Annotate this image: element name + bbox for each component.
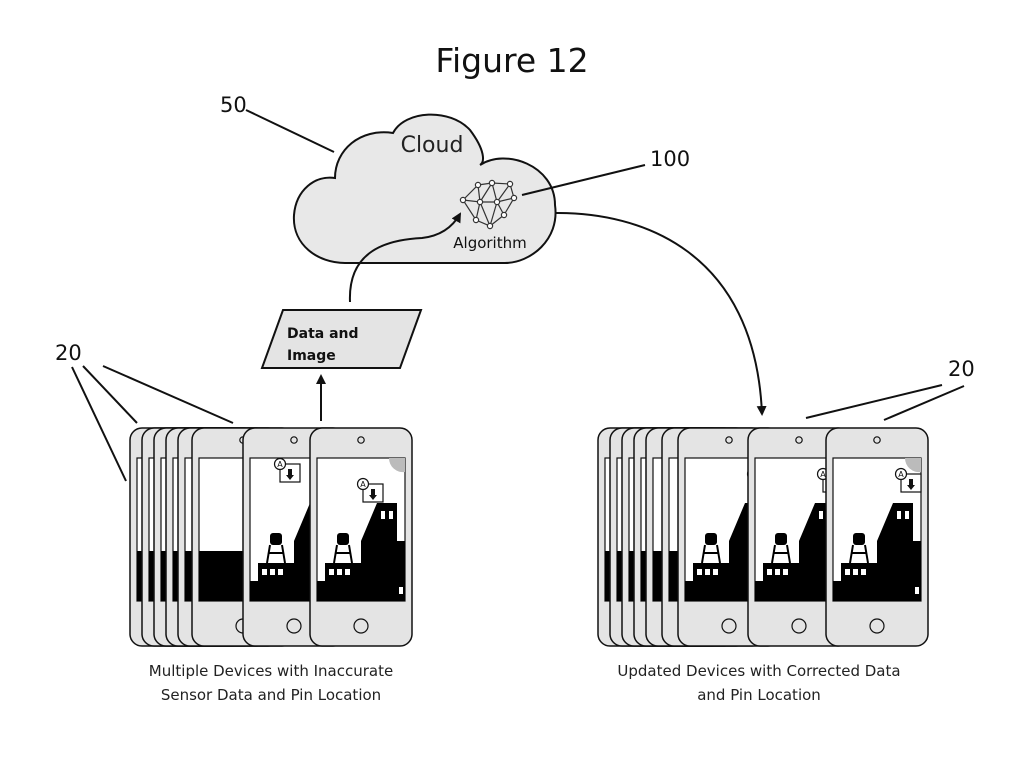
building-window [337, 569, 342, 575]
data-and-image-box: Data and Image [260, 309, 423, 369]
left-caption-line1: Multiple Devices with Inaccurate [149, 662, 393, 680]
water-tower-icon [849, 533, 869, 564]
city-silhouette [317, 503, 405, 601]
building-window [819, 511, 823, 519]
building-window [861, 569, 866, 575]
building-window [399, 587, 403, 594]
pin-letter: A [360, 480, 366, 489]
phone-camera [725, 436, 733, 444]
building-window [713, 569, 718, 575]
building-window [270, 569, 275, 575]
building-window [905, 511, 909, 519]
building-window [278, 569, 283, 575]
pin-letter: A [898, 470, 904, 479]
right-device-group: AAA [597, 427, 929, 647]
location-pin-icon: A [356, 477, 384, 503]
sun-icon [904, 458, 921, 473]
sun-icon [388, 458, 405, 473]
algorithm-leader-line [521, 164, 646, 196]
water-tower-icon [266, 533, 286, 564]
building-window [329, 569, 334, 575]
phone-home-button [286, 618, 302, 634]
phone-camera [357, 436, 365, 444]
building-window [705, 569, 710, 575]
algorithm-label: Algorithm [453, 234, 526, 252]
smartphone-device: A [825, 427, 929, 647]
building-window [389, 511, 393, 519]
building-window [897, 511, 901, 519]
phone-camera [795, 436, 803, 444]
building-window [697, 569, 702, 575]
location-pin-icon: A [894, 467, 922, 493]
building-window [915, 587, 919, 594]
water-tower-icon [333, 533, 353, 564]
phone-home-button [721, 618, 737, 634]
pin-letter: A [277, 460, 283, 469]
phone-home-button [791, 618, 807, 634]
water-tower-icon [701, 533, 721, 564]
left-devices-ref-number: 20 [55, 341, 82, 365]
building-window [845, 569, 850, 575]
download-arrow-curve [554, 211, 767, 416]
building-window [345, 569, 350, 575]
cloud-leader-line [245, 109, 335, 153]
phone-home-button [353, 618, 369, 634]
cloud-ref-number: 50 [220, 93, 247, 117]
right-caption-line2: and Pin Location [697, 686, 821, 704]
upload-arrow-curve [348, 212, 461, 303]
algorithm-ref-number: 100 [650, 147, 690, 171]
right-caption-line1: Updated Devices with Corrected Data [617, 662, 900, 680]
right-devices-leader-lines [805, 384, 965, 421]
building-window [381, 511, 385, 519]
water-tower-icon [771, 533, 791, 564]
phone-home-button [869, 618, 885, 634]
left-device-group: AA [129, 427, 413, 647]
data-box-line1: Data and [287, 326, 359, 342]
pin-letter: A [820, 470, 826, 479]
data-box-line2: Image [287, 348, 336, 364]
city-silhouette [755, 503, 843, 601]
left-devices-leader-lines [71, 365, 234, 482]
building-window [783, 569, 788, 575]
phone-camera [873, 436, 881, 444]
cloud-label: Cloud [401, 133, 464, 158]
phone-camera [290, 436, 298, 444]
figure-title: Figure 12 [435, 41, 588, 80]
building-window [853, 569, 858, 575]
left-caption-line2: Sensor Data and Pin Location [161, 686, 381, 704]
city-silhouette [833, 503, 921, 601]
smartphone-device: A [309, 427, 413, 647]
building-window [775, 569, 780, 575]
network-polyhedron-icon [459, 179, 518, 230]
building-window [262, 569, 267, 575]
location-pin-icon: A [273, 457, 301, 483]
building-window [767, 569, 772, 575]
right-devices-ref-number: 20 [948, 357, 975, 381]
